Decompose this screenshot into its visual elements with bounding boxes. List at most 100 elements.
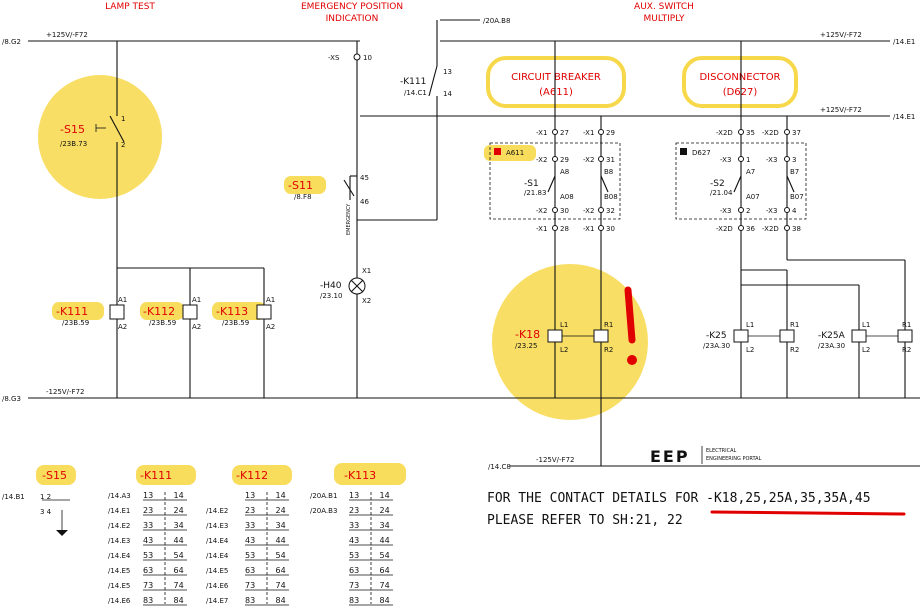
ds-s2-tag: -S2 [710,179,725,189]
rail-bottom-left-ref: /8.G3 [2,395,21,403]
svg-text:A07: A07 [746,193,760,201]
svg-text:-X2D: -X2D [716,129,733,137]
contact-ref: /20A.B1 [310,492,337,500]
contact-pair: 13 14 [349,491,390,500]
contact-ref: /14.E3 [206,522,228,530]
svg-text:B07: B07 [790,193,804,201]
svg-text:A2: A2 [266,323,275,331]
rail-bottom-left-label: -125V/-F72 [46,388,85,396]
svg-text:-X1: -X1 [583,225,594,233]
rail-top-right-label: +125V/-F72 [820,31,862,39]
contact-pair: 53 54 [349,551,390,560]
contact-pair: 63 64 [245,566,286,575]
cb-s1-tag: -S1 [524,179,539,189]
contact-pair: 13 14 [143,491,184,500]
svg-text:A1: A1 [266,296,275,304]
svg-text:-X1: -X1 [583,129,594,137]
rail-top-left-label: +125V/-F72 [46,31,88,39]
svg-text:L1: L1 [746,321,754,329]
lamp-relay-k111: -K111 /23B.59 A1 A2 [56,296,127,331]
svg-text:-X2: -X2 [583,207,594,215]
note-line1: FOR THE CONTACT DETAILS FOR [487,491,706,506]
svg-text:/23B.59: /23B.59 [222,319,249,327]
svg-text:/21.83: /21.83 [524,189,546,197]
contact-pair: 23 24 [245,506,286,515]
svg-text:27: 27 [560,129,569,137]
svg-text:R2: R2 [902,346,911,354]
note-highlight: -K18,25,25A,35,35A,45 [706,491,870,506]
svg-text:A1: A1 [118,296,127,304]
svg-text:37: 37 [792,129,801,137]
contact-ref: /14.E6 [108,597,131,605]
svg-text:/14.B1: /14.B1 [2,493,25,501]
svg-text:-K113: -K113 [216,305,248,318]
svg-text:-X3: -X3 [766,207,777,215]
svg-text:ENGINEERING PORTAL: ENGINEERING PORTAL [706,456,762,462]
s11-tag: -S11 [288,179,313,192]
svg-text:A7: A7 [746,168,755,176]
aux-relay-k25a: -K25A /23A.30 L1 L2 R1 R2 [741,284,913,398]
contact-ref: /20A.B3 [310,507,337,515]
svg-text:-K18: -K18 [515,328,540,341]
svg-text:R1: R1 [604,321,613,329]
contact-ref: /14.E5 [108,567,130,575]
header-aux-2: MULTIPLY [643,14,685,24]
svg-text:3 4: 3 4 [40,508,52,516]
contact-pair: 73 74 [349,581,390,590]
svg-text:31: 31 [606,156,615,164]
svg-text:1: 1 [746,156,750,164]
svg-text:A1: A1 [192,296,201,304]
svg-text:-X3: -X3 [720,207,731,215]
contact-pair: 23 24 [349,506,390,515]
contact-ref: /14.E4 [206,537,229,545]
svg-text:/14.C1: /14.C1 [404,89,427,97]
svg-text:30: 30 [560,207,569,215]
svg-text:-X2: -X2 [536,156,547,164]
svg-text:X1: X1 [362,267,371,275]
contact-pair: 83 84 [143,596,184,605]
svg-text:B8: B8 [604,168,613,176]
aux-relay-k18: -K18 /23.25 L1 L2 R1 R2 [515,321,613,354]
k111-link-ref: /20A.B8 [483,17,510,25]
rail-mid-right-ref: /14.E1 [893,113,915,121]
power-rails: /8.G2 +125V/-F72 +125V/-F72 /14.E1 +125V… [2,17,920,471]
svg-text:R2: R2 [604,346,613,354]
svg-text:3: 3 [792,156,796,164]
contact-pair: 33 34 [349,521,390,530]
svg-text:R2: R2 [790,346,799,354]
svg-text:-K112: -K112 [143,305,175,318]
rail-top-left-ref: /8.G2 [2,38,21,46]
contact-pair: 23 24 [143,506,184,515]
contact-ref: /14.E2 [206,507,228,515]
svg-text:FOR THE CONTACT DETAILS FOR -K: FOR THE CONTACT DETAILS FOR -K18,25,25A,… [487,491,871,506]
ds-title: DISCONNECTOR [699,72,780,83]
svg-text:28: 28 [560,225,569,233]
svg-text:-K25A: -K25A [818,331,846,341]
contact-pair: 53 54 [143,551,184,560]
svg-text:1 2: 1 2 [40,493,51,501]
s15-tag: -S15 [60,123,85,136]
svg-text:38: 38 [792,225,801,233]
svg-text:ELECTRICAL: ELECTRICAL [706,448,737,454]
svg-text:13: 13 [443,68,452,76]
svg-text:14: 14 [443,90,452,98]
column-headers: LAMP TEST EMERGENCY POSITION INDICATION … [105,2,694,24]
svg-text:-X2D: -X2D [762,225,779,233]
s15-ref: /23B.73 [60,140,87,148]
svg-text:L1: L1 [560,321,568,329]
cb-subtitle: (A611) [539,87,573,98]
contact-table-s15: -S15 /14.B1 1 2 3 4 [2,469,70,536]
circuit-breaker-block: A611 -X1 27 -X1 29 -X2 29 -X2 31 -S1 /21… [489,41,621,398]
svg-text:A2: A2 [192,323,201,331]
contact-ref: /14.E5 [206,567,228,575]
contact-pair: 63 64 [143,566,184,575]
svg-text:-X2: -X2 [583,156,594,164]
lamp-relay-k112: -K112 /23B.59 A1 A2 [143,296,201,331]
svg-text:-K25: -K25 [706,331,727,341]
contact-pair: 43 44 [245,536,286,545]
svg-text:-X3: -X3 [766,156,777,164]
contact-pair: 43 44 [349,536,390,545]
svg-text:/8.F8: /8.F8 [294,193,312,201]
